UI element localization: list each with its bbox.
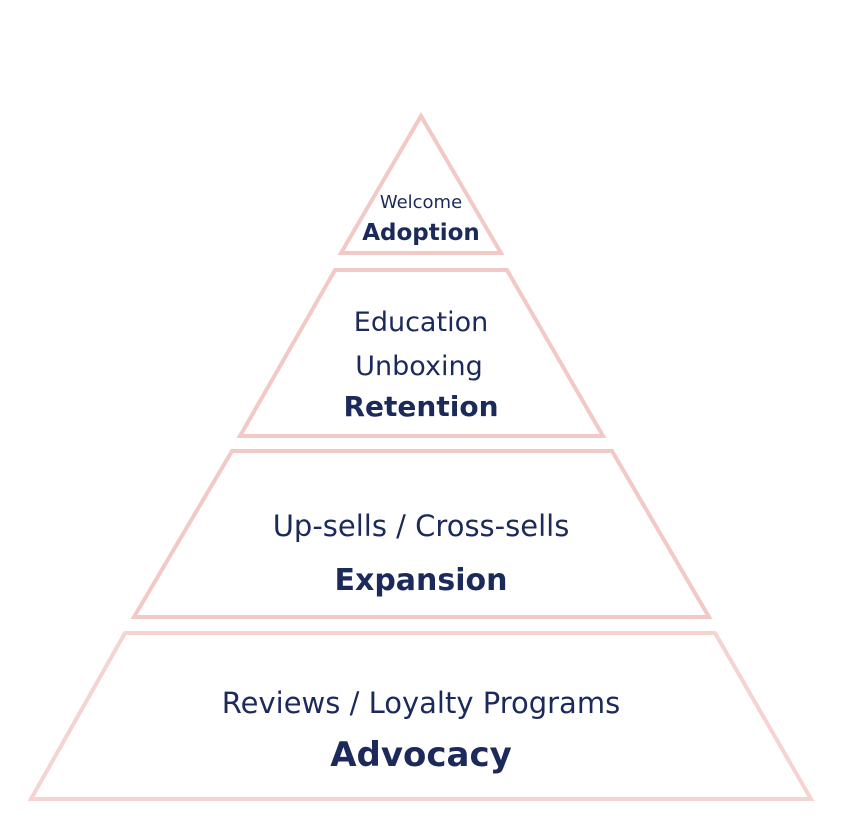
tier-advocacy-label: Advocacy [330,735,512,775]
pyramid-tier-adoption: Welcome Adoption [337,112,505,255]
tier-advocacy-sub-line-1: Reviews / Loyalty Programs [222,686,620,720]
tier-shape-expansion [130,449,713,619]
tier-adoption-sub-line-1: Welcome [380,192,462,213]
tier-shape-adoption [337,112,505,255]
tier-expansion-label: Expansion [334,563,507,598]
tier-adoption-label: Adoption [362,220,480,246]
pyramid-tier-advocacy: Reviews / Loyalty Programs Advocacy [27,631,815,801]
tier-retention-sub-line-2: Unboxing [355,351,482,382]
tier-shape-retention [236,268,607,438]
tier-shape-advocacy [27,631,815,801]
tier-retention-sub-line-1: Education [354,307,488,338]
tier-retention-label: Retention [343,390,498,423]
pyramid-tier-expansion: Up-sells / Cross-sells Expansion [130,449,713,619]
pyramid-tier-retention: Education Unboxing Retention [236,268,607,438]
tier-expansion-sub-line-1: Up-sells / Cross-sells [273,509,570,543]
